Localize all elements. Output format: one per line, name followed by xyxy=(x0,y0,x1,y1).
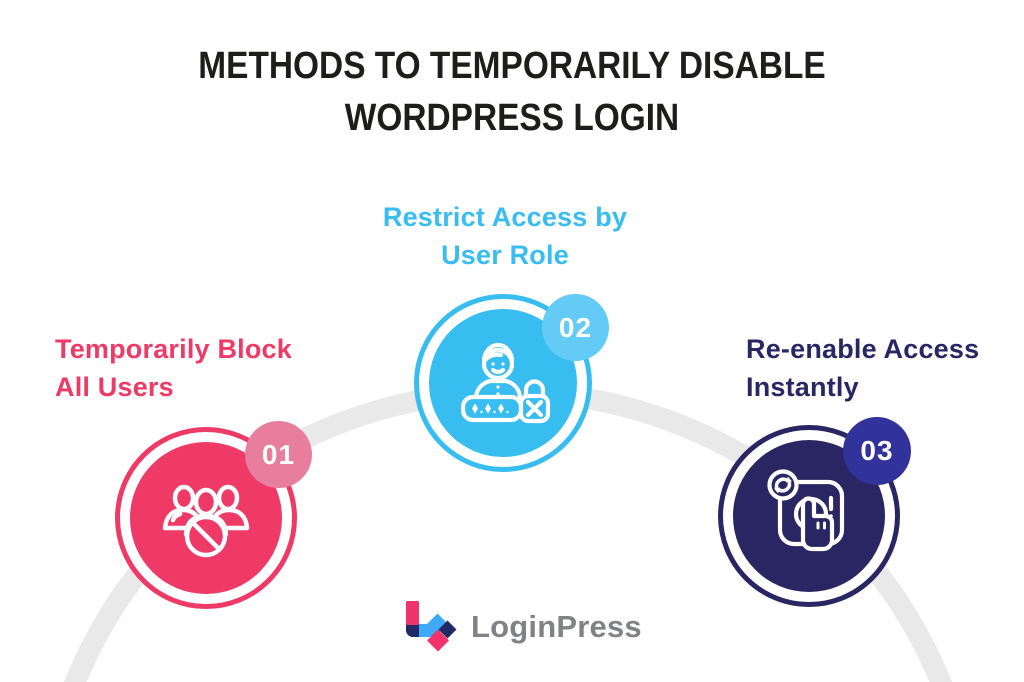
step1-label: Temporarily Block All Users xyxy=(55,330,292,406)
step2-label-line2: User Role xyxy=(441,240,569,270)
step1-label-line2: All Users xyxy=(55,372,174,402)
step2-label-line1: Restrict Access by xyxy=(382,202,628,232)
step3-number: 03 xyxy=(860,435,894,466)
step1-label-line1: Temporarily Block xyxy=(55,334,292,364)
step3-label-line1: Re-enable Access xyxy=(746,334,980,364)
brand-logo: LoginPress xyxy=(404,600,642,654)
page-title: METHODS TO TEMPORARILY DISABLE WORDPRESS… xyxy=(0,40,1024,144)
loginpress-logo-mark xyxy=(406,601,457,652)
page-title-line2: WORDPRESS LOGIN xyxy=(344,97,680,139)
step1-circle xyxy=(130,442,282,594)
step3-label-line2: Instantly xyxy=(746,372,859,402)
step1-number-badge: 01 xyxy=(245,421,312,488)
step2-number: 02 xyxy=(558,311,593,343)
step3-circle-group: 03 xyxy=(718,417,911,607)
blocked-users-icon xyxy=(162,484,250,558)
step2-number-badge: 02 xyxy=(542,294,609,361)
step3-label: Re-enable Access Instantly xyxy=(746,330,979,406)
brand-name: LoginPress xyxy=(471,609,642,644)
page-title-line1: METHODS TO TEMPORARILY DISABLE xyxy=(198,45,826,87)
re-enable-touch-icon xyxy=(767,469,845,552)
step1-number: 01 xyxy=(261,438,296,470)
step3-number-badge: 03 xyxy=(843,417,911,485)
step2-label: Restrict Access by User Role xyxy=(345,198,665,274)
step2-circle-group: 02 xyxy=(414,294,609,472)
step1-circle-group: 01 xyxy=(115,421,312,609)
user-role-lock-icon xyxy=(460,342,551,424)
